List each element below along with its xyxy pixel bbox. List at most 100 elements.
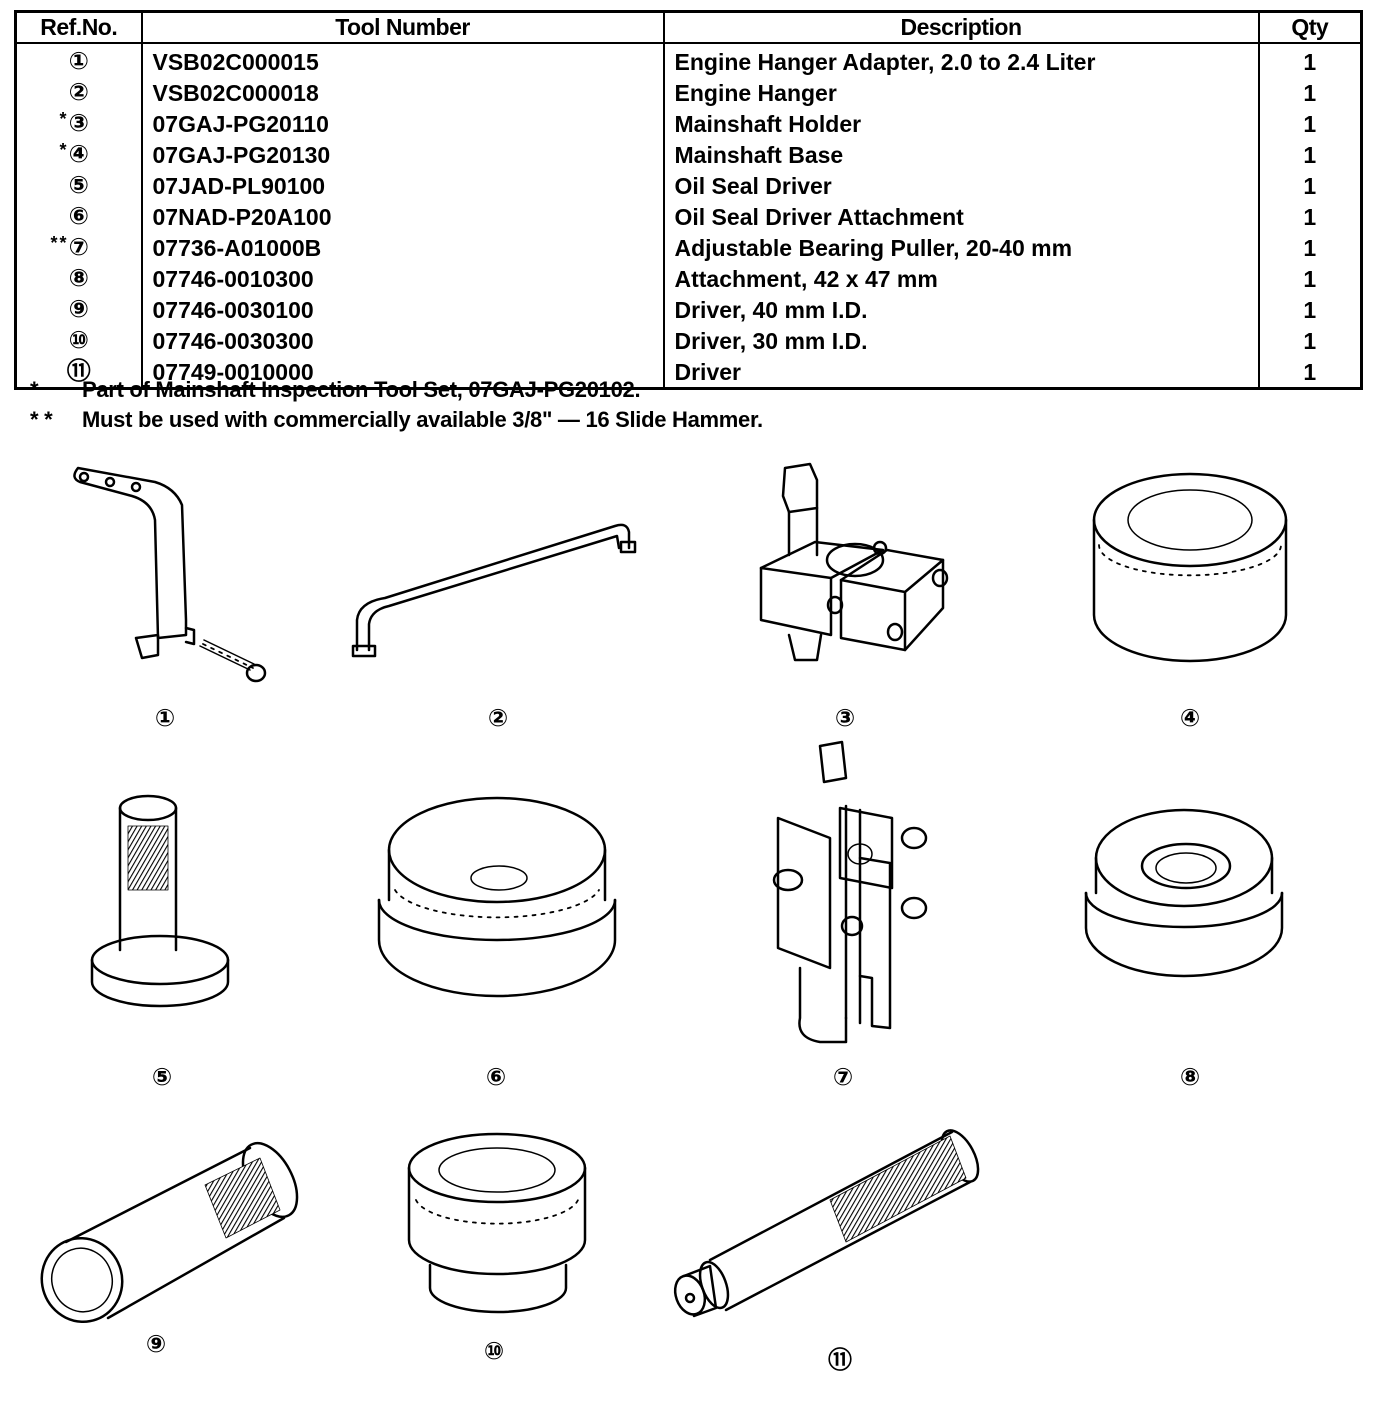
tool-number-cell: 07746-0030300 (140, 325, 665, 356)
footnote-slide-hammer: * * Must be used with commercially availa… (30, 407, 763, 433)
qty-cell: 1 (1257, 77, 1363, 108)
description-cell: Oil Seal Driver Attachment (662, 201, 1260, 232)
caption-11: ⑪ (828, 1347, 852, 1374)
description-cell: Oil Seal Driver (662, 170, 1260, 201)
tool-number-cell: VSB02C000015 (140, 43, 665, 77)
tool-number-cell: 07NAD-P20A100 (140, 201, 665, 232)
caption-6: ⑥ (485, 1064, 507, 1091)
ref-number: ② (68, 79, 89, 106)
qty-cell: 1 (1257, 356, 1363, 389)
qty-cell: 1 (1257, 108, 1363, 139)
ref-no-cell: ② (14, 77, 143, 108)
ref-no-cell: ⑪ (14, 356, 143, 389)
mainshaft-holder-illustration (759, 462, 949, 662)
ref-no-cell: *④ (14, 139, 143, 170)
header-description: Description (662, 10, 1260, 44)
header-ref-no: Ref.No. (14, 10, 143, 44)
footnote-marker: * (59, 109, 69, 129)
ref-number: ④ (68, 141, 89, 168)
ref-no-cell: ⑨ (14, 294, 143, 325)
qty-cell: 1 (1257, 201, 1363, 232)
driver-30mm-illustration (407, 1132, 587, 1314)
attachment-42x47-illustration (1084, 808, 1284, 978)
tool-number-cell: 07JAD-PL90100 (140, 170, 665, 201)
caption-10: ⑩ (483, 1338, 505, 1365)
header-tool-number: Tool Number (140, 10, 665, 44)
tool-number-cell: 07749-0010000 (140, 356, 665, 389)
ref-number: ⑧ (68, 265, 89, 292)
adjustable-bearing-puller-illustration (772, 740, 928, 1044)
engine-hanger-illustration (351, 523, 637, 658)
tool-number-cell: 07736-A01000B (140, 232, 665, 263)
header-qty: Qty (1257, 10, 1363, 44)
description-cell: Driver, 30 mm I.D. (662, 325, 1260, 356)
ref-number: ⑦ (68, 234, 89, 261)
ref-no-cell: ⑧ (14, 263, 143, 294)
special-tools-table: Ref.No. Tool Number Description Qty ① VSB… (14, 10, 1363, 390)
ref-number: ③ (68, 110, 89, 137)
description-cell: Driver, 40 mm I.D. (662, 294, 1260, 325)
engine-hanger-adapter-illustration (73, 466, 267, 683)
caption-5: ⑤ (151, 1064, 173, 1091)
ref-number: ① (68, 48, 89, 75)
ref-number: ⑨ (68, 296, 89, 323)
footnote-marker: * (59, 140, 69, 160)
tool-number-cell: 07746-0010300 (140, 263, 665, 294)
footnote-text: Must be used with commercially available… (82, 407, 763, 432)
description-cell: Driver (662, 356, 1260, 389)
caption-3: ③ (834, 705, 856, 732)
ref-no-cell: ⑥ (14, 201, 143, 232)
ref-number: ⑩ (68, 327, 89, 354)
caption-4: ④ (1179, 705, 1201, 732)
tool-number-cell: 07746-0030100 (140, 294, 665, 325)
description-cell: Mainshaft Base (662, 139, 1260, 170)
tool-number-cell: 07GAJ-PG20110 (140, 108, 665, 139)
footnote-tool-set: * Part of Mainshaft Inspection Tool Set, … (30, 377, 641, 403)
footnote-symbol: * (30, 377, 39, 402)
driver-illustration (673, 1129, 980, 1318)
ref-no-cell: **⑦ (14, 232, 143, 263)
ref-number: ⑤ (68, 172, 89, 199)
qty-cell: 1 (1257, 170, 1363, 201)
qty-cell: 1 (1257, 325, 1363, 356)
description-cell: Engine Hanger Adapter, 2.0 to 2.4 Liter (662, 43, 1260, 77)
oil-seal-driver-attachment-illustration (377, 796, 617, 998)
qty-cell: 1 (1257, 232, 1363, 263)
caption-2: ② (487, 705, 509, 732)
footnote-marker: ** (50, 233, 69, 253)
qty-cell: 1 (1257, 263, 1363, 294)
qty-cell: 1 (1257, 294, 1363, 325)
qty-cell: 1 (1257, 139, 1363, 170)
ref-number: ⑪ (66, 358, 91, 385)
caption-8: ⑧ (1179, 1064, 1201, 1091)
ref-no-cell: ① (14, 43, 143, 77)
qty-cell: 1 (1257, 43, 1363, 77)
ref-no-cell: *③ (14, 108, 143, 139)
mainshaft-base-illustration (1092, 472, 1288, 663)
caption-9: ⑨ (145, 1331, 167, 1358)
tool-number-cell: VSB02C000018 (140, 77, 665, 108)
tool-number-cell: 07GAJ-PG20130 (140, 139, 665, 170)
description-cell: Attachment, 42 x 47 mm (662, 263, 1260, 294)
description-cell: Mainshaft Holder (662, 108, 1260, 139)
ref-no-cell: ⑩ (14, 325, 143, 356)
caption-7: ⑦ (832, 1064, 854, 1091)
description-cell: Engine Hanger (662, 77, 1260, 108)
footnote-text: Part of Mainshaft Inspection Tool Set, 0… (82, 377, 641, 402)
ref-no-cell: ⑤ (14, 170, 143, 201)
caption-1: ① (154, 705, 176, 732)
footnote-symbol: * * (30, 407, 53, 432)
description-cell: Adjustable Bearing Puller, 20-40 mm (662, 232, 1260, 263)
driver-40mm-illustration (40, 1141, 299, 1324)
oil-seal-driver-illustration (90, 794, 230, 1008)
